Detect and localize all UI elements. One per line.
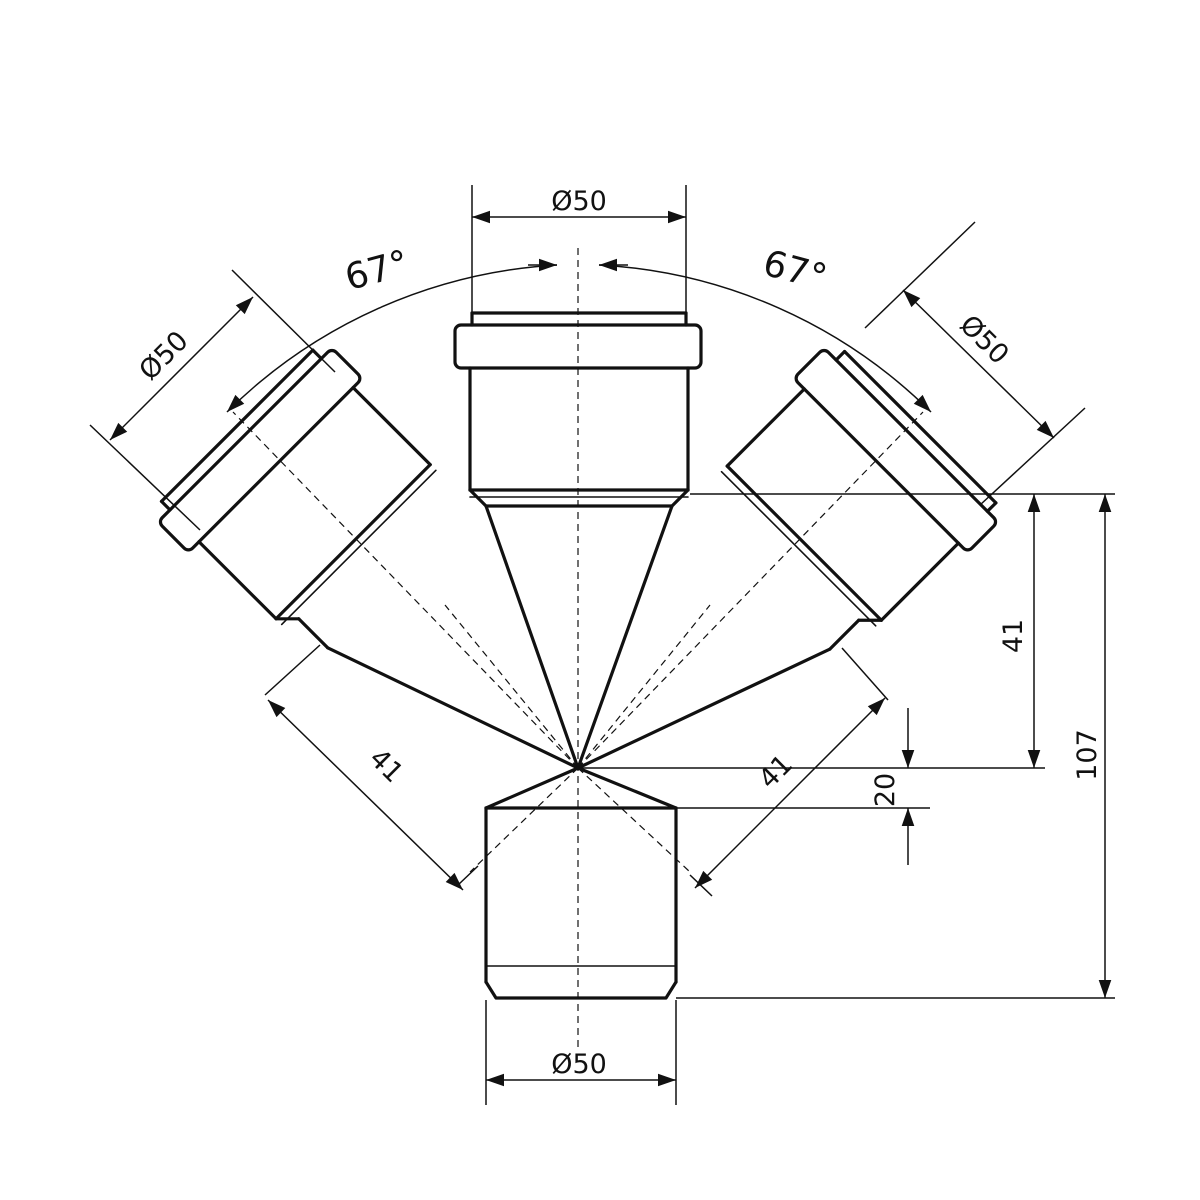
center-axis-left bbox=[232, 411, 579, 769]
right-branch-length-label: 41 bbox=[753, 749, 799, 795]
bottom-diameter-label: Ø50 bbox=[551, 1049, 607, 1080]
right-socket-collar bbox=[794, 348, 998, 552]
right-angle-arc bbox=[598, 264, 932, 413]
left-angle-arc bbox=[226, 264, 558, 413]
bottom-spigot bbox=[484, 766, 678, 1000]
right-branch-41-dimension bbox=[694, 697, 886, 889]
top-diameter-label: Ø50 bbox=[551, 186, 607, 217]
left-diameter-dimension bbox=[109, 296, 254, 441]
center-axis-lower-left bbox=[469, 767, 579, 873]
offset-label: 20 bbox=[870, 773, 901, 807]
left-angle-label: 67° bbox=[341, 243, 413, 299]
center-lines bbox=[232, 248, 924, 1050]
left-socket-collar bbox=[158, 348, 362, 552]
left-diameter-label: Ø50 bbox=[133, 325, 194, 386]
overall-height-label: 107 bbox=[1072, 729, 1103, 781]
top-branch bbox=[453, 311, 703, 770]
center-axis-short-left bbox=[444, 604, 579, 769]
dimension-labels: Ø50 Ø50 Ø50 Ø50 67° 67° 41 41 41 20 107 bbox=[133, 186, 1103, 1080]
center-axis-lower-right bbox=[577, 767, 691, 873]
top-socket-collar bbox=[453, 323, 703, 370]
left-branch-length-label: 41 bbox=[363, 743, 409, 789]
dimension-lines bbox=[109, 210, 1112, 1087]
center-axis-short-right bbox=[577, 604, 711, 769]
right-diameter-dimension bbox=[902, 289, 1055, 439]
right-angle-label: 67° bbox=[759, 243, 831, 299]
left-branch-41-dimension bbox=[267, 699, 464, 891]
right-vertical-length-label: 41 bbox=[998, 619, 1029, 653]
right-diameter-label: Ø50 bbox=[953, 309, 1014, 370]
center-axis-right bbox=[577, 411, 924, 769]
